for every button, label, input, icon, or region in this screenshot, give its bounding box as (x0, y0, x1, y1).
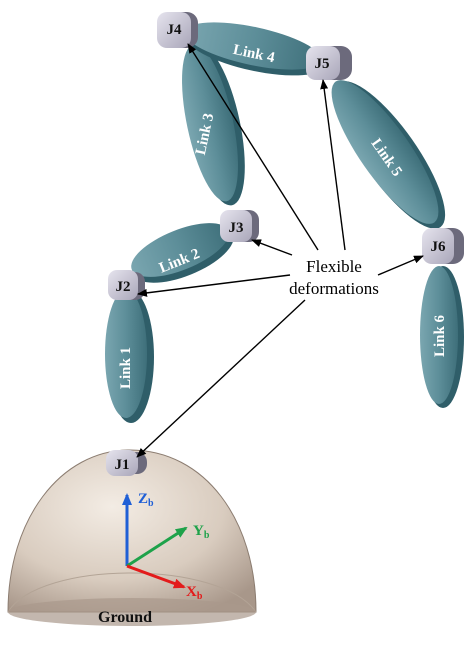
joint-j2-label: J2 (116, 279, 131, 295)
y-axis-arrow (126, 526, 188, 568)
arrow-to-j2 (137, 274, 291, 297)
arrow-to-j6 (377, 255, 424, 276)
joint-j5 (306, 46, 352, 80)
joint-j1 (106, 450, 147, 476)
joint-j4-label: J4 (167, 22, 183, 38)
link-1-body (105, 290, 154, 423)
arrow-to-j5 (320, 79, 346, 251)
link-1-label: Link 1 (118, 347, 134, 389)
joint-j2 (108, 270, 145, 300)
z-axis-label: Zb (138, 491, 154, 509)
arrow-to-j3 (251, 239, 293, 256)
joint-j3-label: J3 (229, 220, 244, 236)
link-6-label: Link 6 (432, 314, 448, 357)
joint-j6-label: J6 (431, 239, 447, 255)
link-2-body (131, 223, 234, 283)
joint-j4 (157, 12, 198, 48)
joint-j3 (220, 210, 259, 242)
base-frame-axes (122, 493, 188, 589)
joint-j6 (422, 228, 464, 264)
x-axis-arrow (126, 564, 186, 589)
joint-j1-label: J1 (115, 457, 130, 473)
link-3-body (182, 44, 245, 206)
y-axis-label: Yb (193, 523, 210, 541)
callout-text-line1: Flexible (306, 257, 362, 276)
ground-label: Ground (98, 609, 152, 626)
arrow-to-j1 (136, 299, 306, 458)
callout-text-line2: deformations (289, 279, 379, 298)
arrow-to-j4 (187, 43, 319, 251)
joint-j5-label: J5 (315, 56, 330, 72)
x-axis-label: Xb (186, 584, 203, 602)
link-5-body (331, 80, 446, 229)
link-6-body (420, 266, 464, 408)
ground-dome (7, 449, 257, 626)
link-4-body (184, 22, 327, 76)
callout-arrows (136, 43, 424, 458)
